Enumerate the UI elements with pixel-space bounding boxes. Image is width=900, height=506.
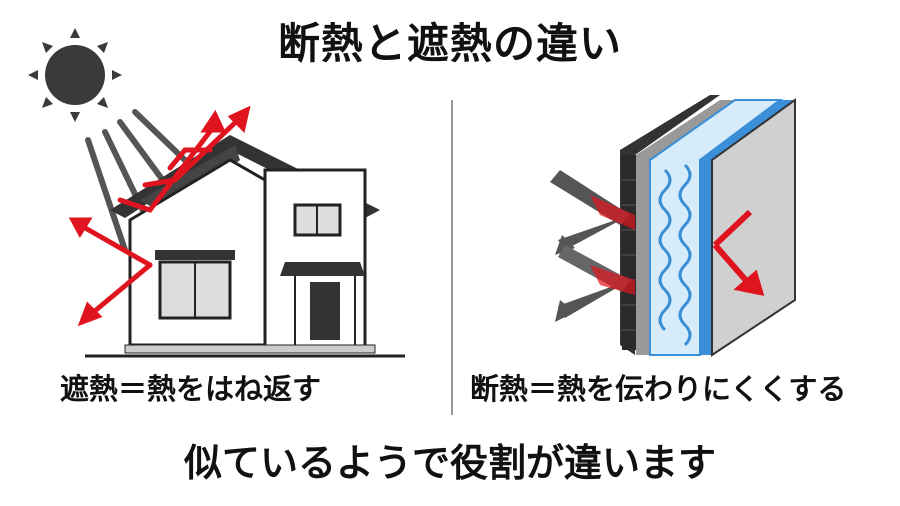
- house: [85, 135, 405, 358]
- house-illustration: [28, 28, 405, 358]
- heat-arrows: [550, 170, 765, 322]
- divider: [451, 100, 453, 415]
- right-caption: 断熱＝熱を伝わりにくくする: [470, 372, 847, 406]
- page-title: 断熱と遮熱の違い: [277, 19, 622, 68]
- sun-icon: [28, 28, 122, 122]
- wall-cross-section-illustration: [550, 95, 796, 357]
- bottom-message: 似ているようで役割が違います: [183, 441, 716, 485]
- left-caption: 遮熱＝熱をはね返す: [60, 372, 322, 406]
- reflected-heat-arrows: [68, 105, 251, 327]
